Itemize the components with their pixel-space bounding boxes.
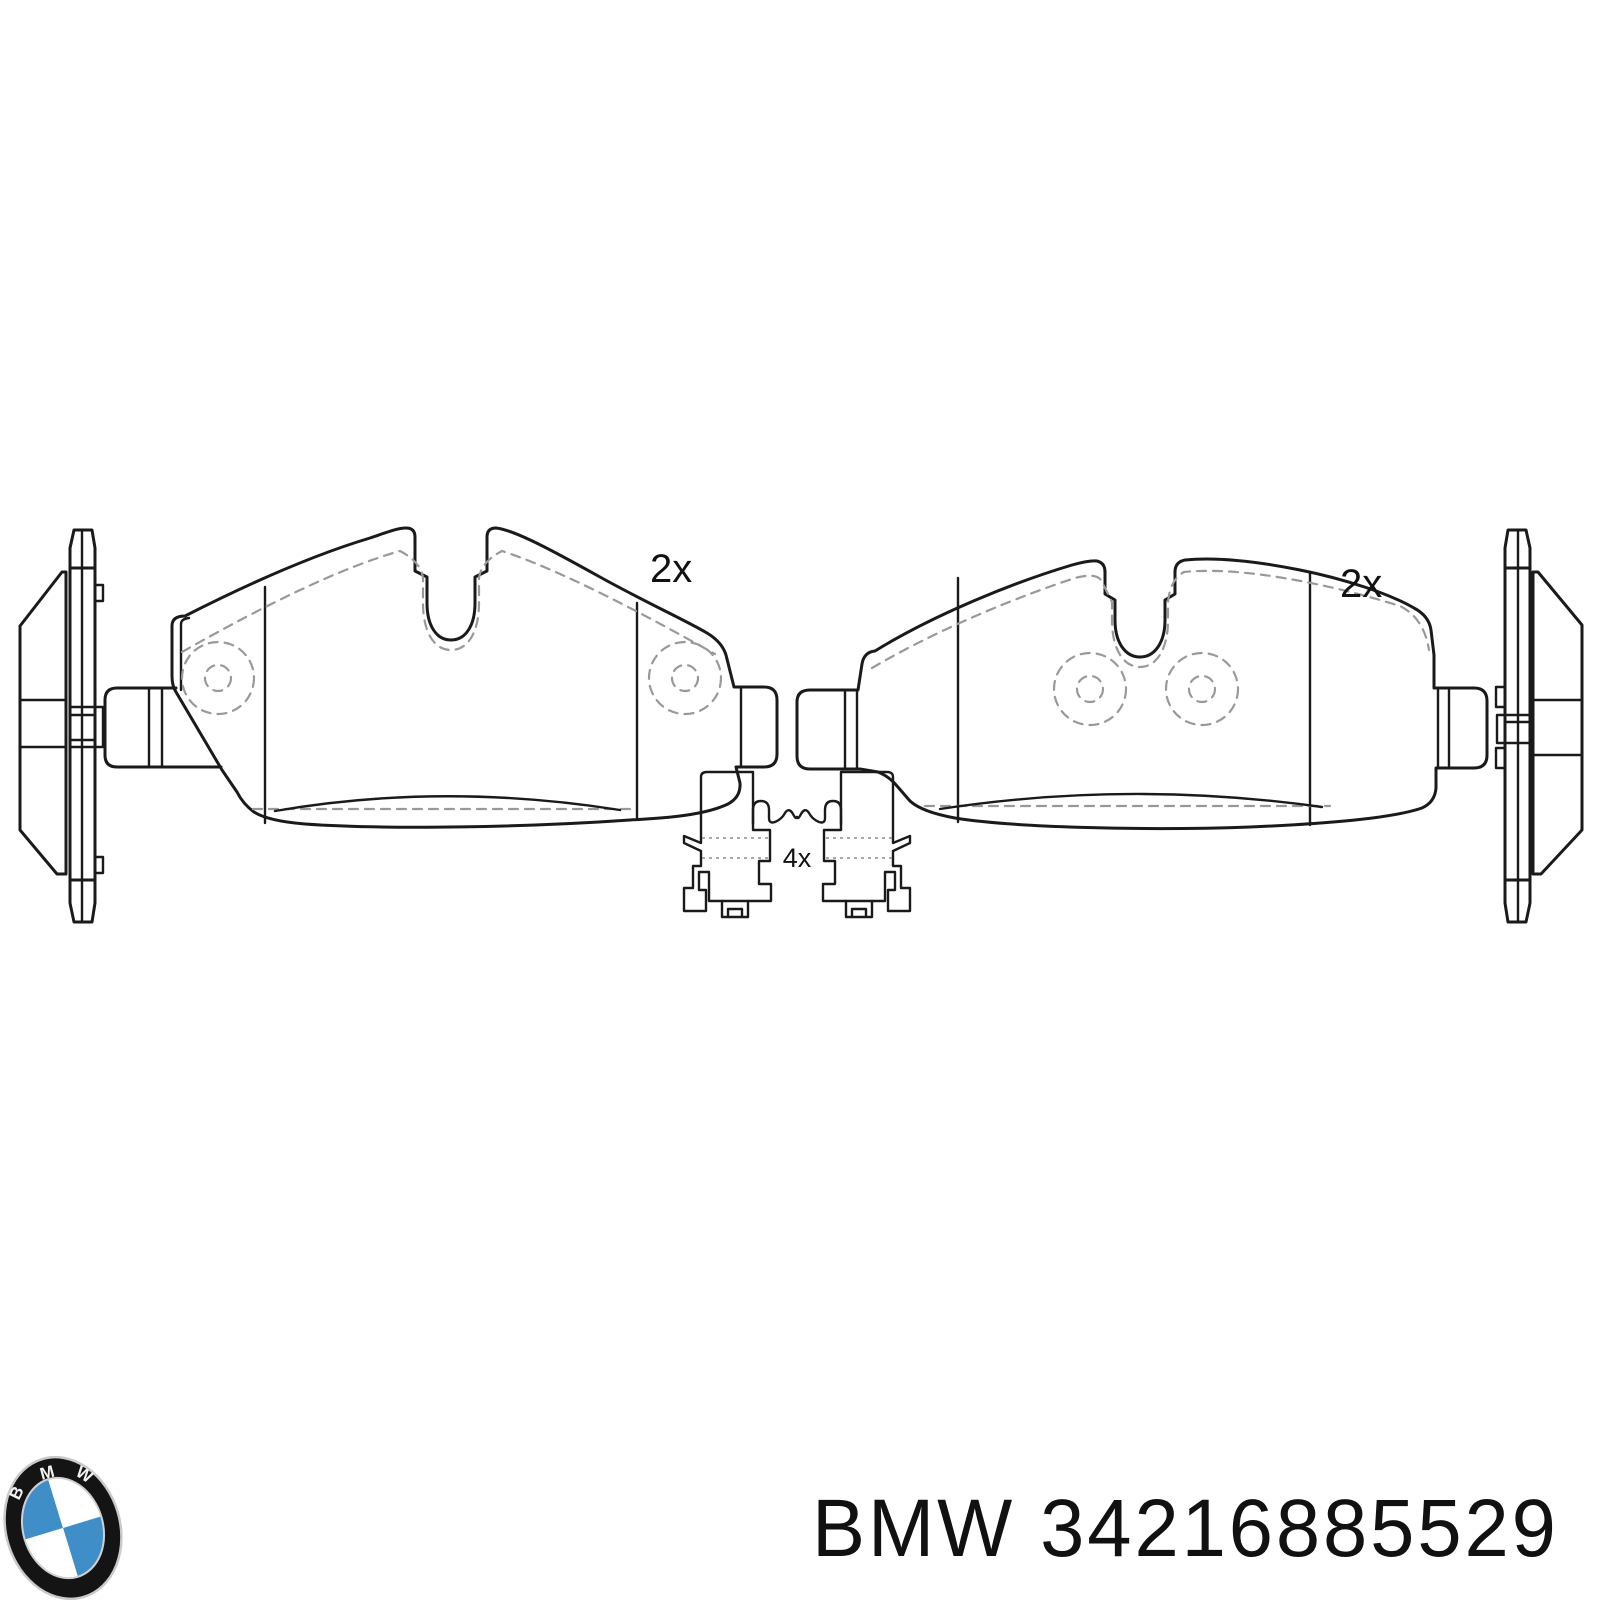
right-side-friction-lines <box>1531 698 1584 757</box>
clip-left-prong <box>751 799 799 826</box>
left-pad-hole-right-outer <box>647 640 723 716</box>
left-pad-friction-dashed-top <box>180 549 717 656</box>
right-pad-side-view <box>1494 528 1584 924</box>
right-pad-hole-right-outer <box>1164 651 1240 727</box>
right-pad-right-ear-lines <box>1436 686 1451 770</box>
bmw-logo-quadrant-bl <box>25 1528 78 1578</box>
part-number: 34216885529 <box>1040 1483 1559 1574</box>
left-pad-quantity-label: 2x <box>650 547 692 591</box>
right-pad-hole-left-outer <box>1052 651 1128 727</box>
left-pad-edge-inner-line <box>179 616 191 692</box>
right-pad-left-ear-lines <box>843 688 859 770</box>
right-side-bottom-tab <box>1503 878 1532 924</box>
brand-name: BMW <box>812 1483 1016 1574</box>
clip-left-fold-lines <box>702 837 770 859</box>
right-side-middle-block <box>1495 713 1535 745</box>
clip-left-foot <box>720 899 750 919</box>
right-pad-hole-left-inner <box>1075 674 1105 704</box>
clip-right-prong <box>795 799 843 826</box>
clip-left-half <box>682 770 799 919</box>
clip-right-fold-lines <box>824 837 892 859</box>
clip-right-foot <box>844 899 874 919</box>
bmw-logo-letter-m: M <box>38 1462 57 1484</box>
right-side-top-tab <box>1503 528 1532 570</box>
right-pad-quantity-label: 2x <box>1340 562 1382 606</box>
left-side-bottom-tab <box>68 878 97 924</box>
clip-left-wing <box>682 770 773 913</box>
left-side-friction <box>18 570 68 876</box>
right-side-friction <box>1531 570 1584 876</box>
left-pad-left-ear-lines <box>147 686 164 769</box>
left-side-lug-top <box>93 583 105 603</box>
right-pad-face-lines <box>956 570 1312 827</box>
left-pad-left-ear <box>103 686 223 769</box>
left-pad-hole-right-inner <box>670 663 700 693</box>
part-number-line: BMW 34216885529 <box>812 1488 1559 1570</box>
left-pad-side-view <box>18 528 105 924</box>
right-side-lug-top <box>1494 685 1507 709</box>
left-pad-face-lines <box>263 585 639 825</box>
right-pad-friction-dashed-top <box>870 569 1431 670</box>
right-side-lug-bottom <box>1494 746 1507 770</box>
left-side-lug-bottom <box>93 855 105 875</box>
right-pad-outline <box>795 557 1489 831</box>
left-side-friction-lines <box>18 698 68 749</box>
left-brake-pad-front-view <box>103 526 779 829</box>
left-pad-outline <box>170 526 779 829</box>
bmw-logo: B M W <box>3 1455 123 1600</box>
left-pad-hole-left-outer <box>180 640 256 716</box>
right-brake-pad-front-view <box>795 557 1489 831</box>
retaining-clip <box>682 770 912 919</box>
clip-quantity-label: 4x <box>783 843 812 873</box>
clip-right-wing <box>821 770 912 913</box>
left-side-middle-block <box>68 705 105 749</box>
left-side-top-tab <box>68 528 97 570</box>
right-pad-bottom-arc <box>938 792 1324 811</box>
bmw-logo-quadrant-tr <box>48 1478 101 1528</box>
left-pad-bottom-arc <box>273 795 622 813</box>
right-pad-hole-right-inner <box>1187 674 1217 704</box>
clip-right-half <box>795 770 912 919</box>
bmw-logo-quadrant-br <box>63 1516 104 1576</box>
bmw-logo-quadrant-tl <box>22 1480 63 1540</box>
left-pad-hole-left-inner <box>203 663 233 693</box>
